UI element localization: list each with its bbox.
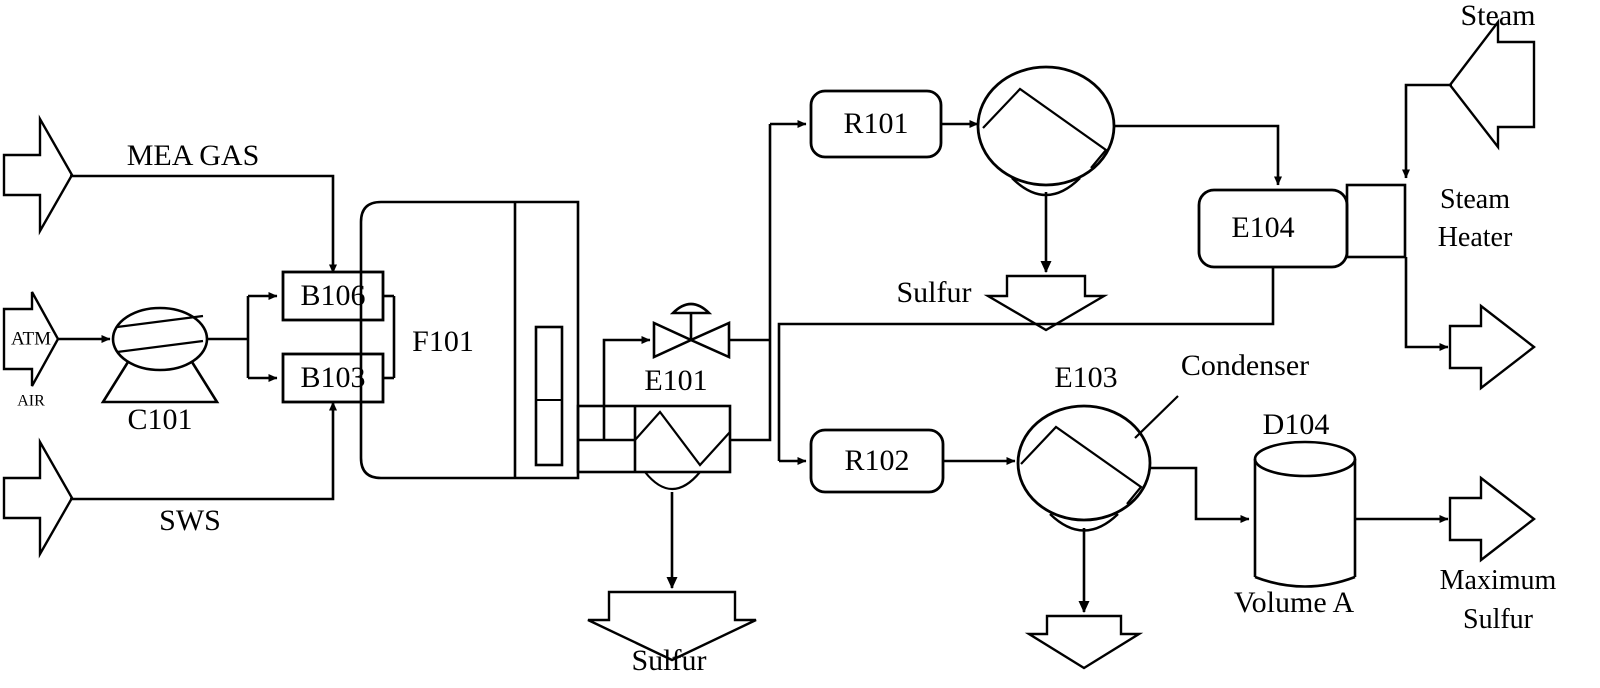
mea-gas-inlet-arrow [2, 114, 74, 236]
sws-inlet-arrow [2, 437, 74, 559]
label-e104: E104 [1231, 210, 1295, 244]
label-sws: SWS [159, 503, 221, 537]
label-e101: E101 [644, 363, 708, 397]
condenser-leader-line [1134, 395, 1179, 439]
line-sws-to-b103 [70, 401, 337, 501]
c101-blower-symbol [100, 306, 220, 404]
label-e103: E103 [1054, 360, 1118, 394]
label-r102: R102 [844, 443, 910, 477]
steam-heater-box [1345, 183, 1407, 259]
label-b103: B103 [300, 360, 366, 394]
label-volume-a: Volume A [1233, 585, 1355, 619]
maximum-sulfur-outlet-arrow [1448, 475, 1536, 563]
line-e103-to-d104 [1150, 466, 1250, 523]
label-steam: Steam [1460, 0, 1536, 32]
label-atm: ATM [10, 328, 52, 350]
label-steam-heater-line2: Heater [1437, 221, 1513, 253]
e101-control-valve-symbol [652, 302, 731, 360]
label-maximum-sulfur-line2: Sulfur [1463, 603, 1533, 635]
label-steam-heater-line1: Steam [1440, 183, 1510, 215]
line-e101-right-to-r101 [730, 124, 772, 442]
line-e102-to-e104 [1114, 124, 1282, 186]
label-sulfur-e102: Sulfur [896, 275, 972, 309]
label-c101: C101 [127, 402, 193, 436]
label-mea-gas: MEA GAS [126, 138, 260, 172]
sulfur-e101-outlet-arrow [587, 590, 757, 662]
sulfur-e103-outlet-arrow [1024, 614, 1144, 670]
e102-condenser-symbol [976, 65, 1116, 197]
e103-condenser-symbol [1016, 404, 1152, 532]
label-f101: F101 [412, 324, 474, 358]
line-e101-to-valve [602, 336, 651, 440]
label-air: AIR [17, 392, 45, 410]
line-e104-to-r102 [777, 267, 1275, 461]
label-sulfur-e101: Sulfur [631, 643, 707, 677]
sulfur-e102-outlet-arrow [983, 274, 1109, 332]
label-r101: R101 [843, 106, 909, 140]
label-maximum-sulfur-line1: Maximum [1439, 564, 1557, 596]
line-steam-to-heater [1402, 83, 1452, 179]
line-heater-to-tailgas [1404, 257, 1449, 351]
label-b106: B106 [300, 278, 366, 312]
steam-inlet-arrow [1448, 18, 1536, 151]
label-d104: D104 [1262, 407, 1330, 441]
atm-inlet-arrow [2, 291, 60, 387]
e101-exchanger [576, 404, 732, 490]
f101-furnace-shell [359, 200, 580, 480]
tail-gas-outlet-arrow [1448, 303, 1536, 391]
d104-tank-symbol [1253, 440, 1357, 588]
label-condenser: Condenser [1180, 348, 1310, 382]
line-mea-gas-to-b106 [70, 174, 337, 274]
